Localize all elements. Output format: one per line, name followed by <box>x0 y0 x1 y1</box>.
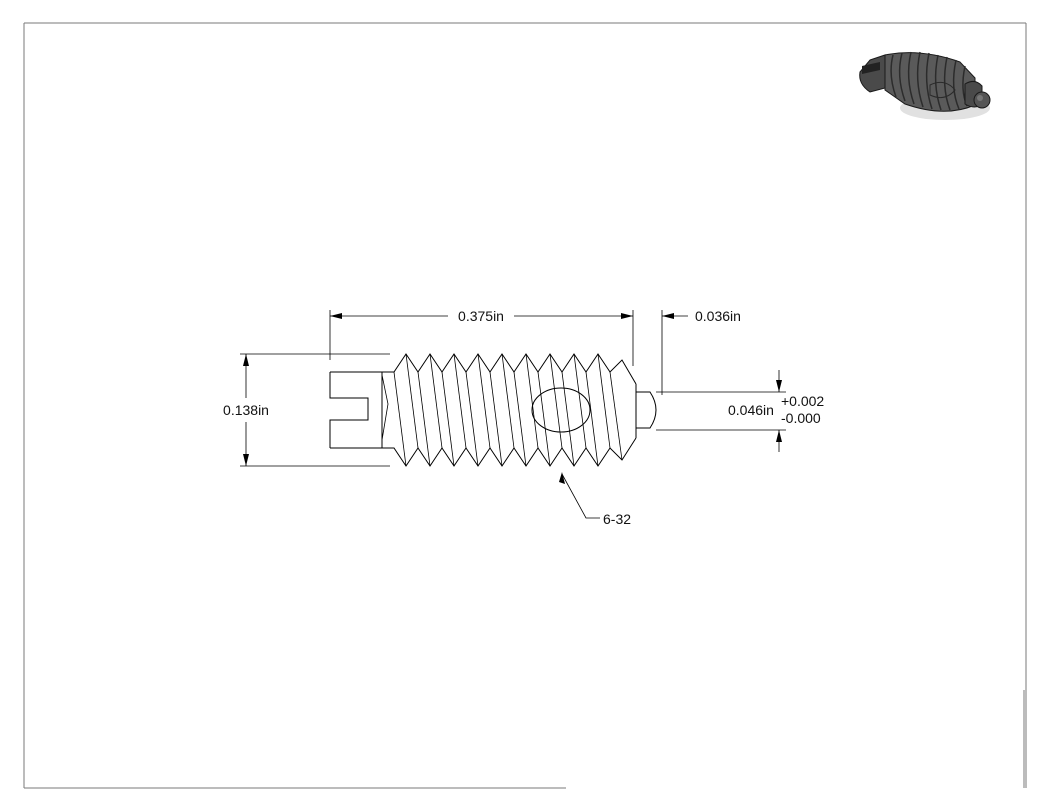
tip-diameter-label: 0.046in <box>728 402 774 418</box>
screw-side-view <box>329 353 657 467</box>
major-diameter-label: 0.138in <box>223 402 269 418</box>
dimension-tip-diameter: 0.046in +0.002 -0.000 <box>656 370 824 452</box>
tolerance-plus: +0.002 <box>781 393 824 409</box>
thread-callout: 6-32 <box>559 472 631 527</box>
overall-length-label: 0.375in <box>458 308 504 324</box>
dimension-overall-length: 0.375in <box>329 308 634 366</box>
set-screw-3d-icon <box>859 51 991 120</box>
dimension-major-diameter: 0.138in <box>223 353 390 467</box>
tip-length-label: 0.036in <box>695 308 741 324</box>
tolerance-minus: -0.000 <box>781 410 821 426</box>
sheet-border <box>23 22 1027 789</box>
dimension-tip-length: 0.036in <box>661 308 741 395</box>
thread-callout-label: 6-32 <box>603 511 631 527</box>
